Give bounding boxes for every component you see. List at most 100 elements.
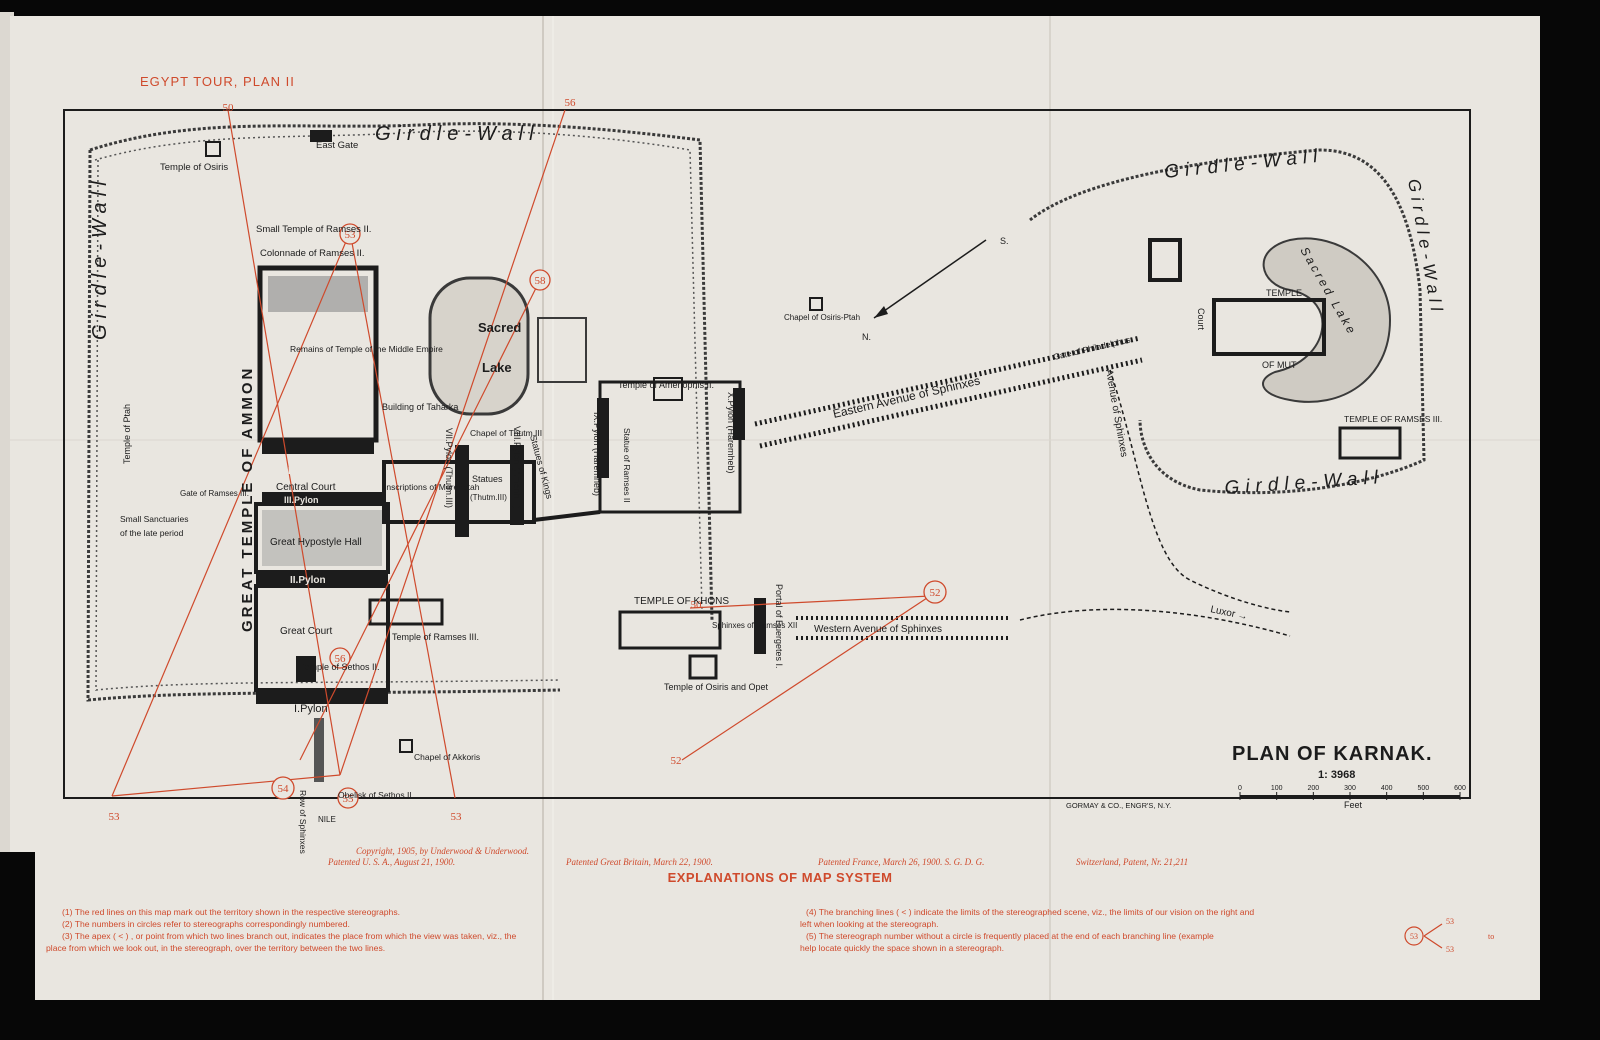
label-avenue-of-sphinxes: Avenue of Sphinxes xyxy=(1103,369,1129,458)
footer-patent-fr: Patented France, March 26, 1900. S. G. D… xyxy=(818,857,985,867)
label-temple-osiris: Temple of Osiris xyxy=(160,162,228,173)
explanation-item-5a: (5) The stereograph number without a cir… xyxy=(806,931,1214,941)
label-inscriptions-merenptah: Inscriptions of Merenptah xyxy=(384,482,480,492)
mut-girdle-label-top: Girdle-Wall xyxy=(1163,145,1324,183)
example-circle xyxy=(1404,926,1424,946)
red-line-53-circle xyxy=(111,231,351,797)
stereo-number-52-circle: 52 xyxy=(930,587,941,599)
stereo-circle-56 xyxy=(329,647,351,669)
stereo-circle-52 xyxy=(923,580,947,604)
explanation-item-1: (1) The red lines on this map mark out t… xyxy=(62,907,401,917)
label-vii-pylon: VII.Pylon (Thutm.III) xyxy=(444,428,454,508)
vii-pylon-block xyxy=(455,445,469,537)
ix-pylon-block xyxy=(597,398,609,478)
label-ii-pylon: II.Pylon xyxy=(290,575,326,586)
example-branch-diagram: 53 53 53 to xyxy=(1404,917,1494,954)
stereo-number-55-circle: 55 xyxy=(343,793,355,805)
ix-x-pylon-court xyxy=(598,380,742,514)
map-frame xyxy=(63,109,1471,799)
east-gate-block xyxy=(310,130,332,142)
red-line-53-left xyxy=(111,774,341,797)
scale-tick-label: 100 xyxy=(1271,785,1283,792)
map-title: PLAN OF KARNAK. xyxy=(1232,743,1433,765)
girdle-wall-label-left: Girdle-Wall xyxy=(89,175,111,340)
label-colonnade-ramses: Colonnade of Ramses II. xyxy=(260,248,365,259)
scale-unit: Feet xyxy=(1344,800,1363,810)
eastern-avenue-row-1 xyxy=(754,335,1141,427)
label-small-sanctuaries: Small Sanctuaries xyxy=(120,514,189,524)
footer-patent-ch: Switzerland, Patent, Nr. 21,211 xyxy=(1076,857,1189,867)
temple-khons-block xyxy=(618,610,722,650)
stereo-number-52-bottom: 52 xyxy=(671,755,682,767)
explanation-item-5b: help locate quickly the space shown in a… xyxy=(800,943,1004,953)
label-temple-amenophis: Temple of Amenophis II. xyxy=(618,380,714,390)
label-obelisk-sethos: Obelisk of Sethos II. xyxy=(338,790,414,800)
stereo-circle-55 xyxy=(337,787,359,809)
mut-gate-block xyxy=(1148,238,1182,282)
mut-sacred-lake xyxy=(1262,237,1392,403)
example-number-top: 53 xyxy=(1446,917,1454,926)
label-great-temple-ammon: GREAT TEMPLE OF AMMON xyxy=(239,366,256,632)
connecting-wall xyxy=(533,510,601,522)
scale-tick-label: 0 xyxy=(1238,785,1242,792)
stereograph-lines xyxy=(111,109,931,799)
mut-girdle-label-right: Girdle-Wall xyxy=(1404,177,1447,317)
label-building-taharka: Building of Taharka xyxy=(382,402,458,412)
iv-pylon-block xyxy=(262,440,374,454)
mut-girdle-label-bottom: Girdle-Wall xyxy=(1224,467,1385,499)
label-mut-court: Court xyxy=(1196,308,1206,331)
compass-south: S. xyxy=(1000,236,1009,246)
label-i-pylon: I.Pylon xyxy=(294,703,328,715)
stereo-number-56-top: 56 xyxy=(565,97,577,109)
red-line-56 xyxy=(339,109,566,776)
temple-amenophis-block xyxy=(653,377,683,401)
stereo-circle-58 xyxy=(529,269,551,291)
stereo-number-50-top: 50 xyxy=(223,102,235,114)
avenue-to-luxor xyxy=(1109,369,1291,613)
label-ix-pylon: IX.Pylon (Haremheb) xyxy=(592,412,602,496)
label-of-mut: OF MUT xyxy=(1262,360,1297,370)
label-remains-middle-empire: Remains of Temple of the Middle Empire xyxy=(290,344,443,354)
red-line-52-upper xyxy=(689,595,931,609)
label-small-temple-ramses: Small Temple of Ramses II. xyxy=(256,224,371,235)
map-scale: 1: 3968 xyxy=(1318,769,1355,781)
scale-tick-label: 200 xyxy=(1307,785,1319,792)
footer-copyright: Copyright, 1905, by Underwood & Underwoo… xyxy=(356,846,529,856)
label-great-court: Great Court xyxy=(280,626,332,637)
temple-ramses-iii-mut-block xyxy=(1338,426,1402,460)
footer-patent-us: Patented U. S. A., August 21, 1900. xyxy=(328,857,456,867)
label-row-of-sphinxes: Row of Sphinxes xyxy=(298,790,308,854)
temple-sethos-block xyxy=(296,656,316,682)
example-branch-lower xyxy=(1423,935,1443,949)
great-court-wall xyxy=(254,584,390,692)
label-late-period: of the late period xyxy=(120,528,184,538)
mut-girdle-wall xyxy=(1029,148,1426,495)
label-gate-philadelphus: Gate of Philadelphus xyxy=(1052,334,1131,361)
plate-label: EGYPT TOUR, PLAN II xyxy=(140,74,295,89)
red-line-53-mid xyxy=(349,231,456,799)
lake-building xyxy=(537,317,587,383)
compass-north: N. xyxy=(862,332,871,342)
label-portal-euergetes: Portal of Euergetes I. xyxy=(774,584,784,669)
label-chapel-akkoris: Chapel of Akkoris xyxy=(414,752,480,762)
ii-pylon-block xyxy=(256,572,388,586)
red-line-50 xyxy=(227,109,341,776)
temple-osiris-opet-block xyxy=(688,654,718,680)
label-central-court: Central Court xyxy=(276,482,336,493)
eastern-avenue-row-2 xyxy=(759,357,1143,449)
example-number-bottom: 53 xyxy=(1446,945,1454,954)
example-branch-upper xyxy=(1423,923,1443,937)
example-to: to xyxy=(1488,932,1494,941)
label-western-avenue: Western Avenue of Sphinxes xyxy=(814,624,942,635)
explanations-sheet xyxy=(35,840,1540,1000)
label-statue-ramses: Statue of Ramses II xyxy=(622,428,632,503)
girdle-wall-label-top: Girdle-Wall xyxy=(375,123,540,145)
label-temple-ramses-iii: Temple of Ramses III. xyxy=(392,632,479,642)
scale-tick-label: 500 xyxy=(1417,785,1429,792)
label-great-hypostyle: Great Hypostyle Hall xyxy=(270,537,362,548)
x-pylon-block xyxy=(733,388,745,440)
hypostyle-hall-fill xyxy=(262,510,382,566)
label-statues: Statues xyxy=(472,474,503,484)
